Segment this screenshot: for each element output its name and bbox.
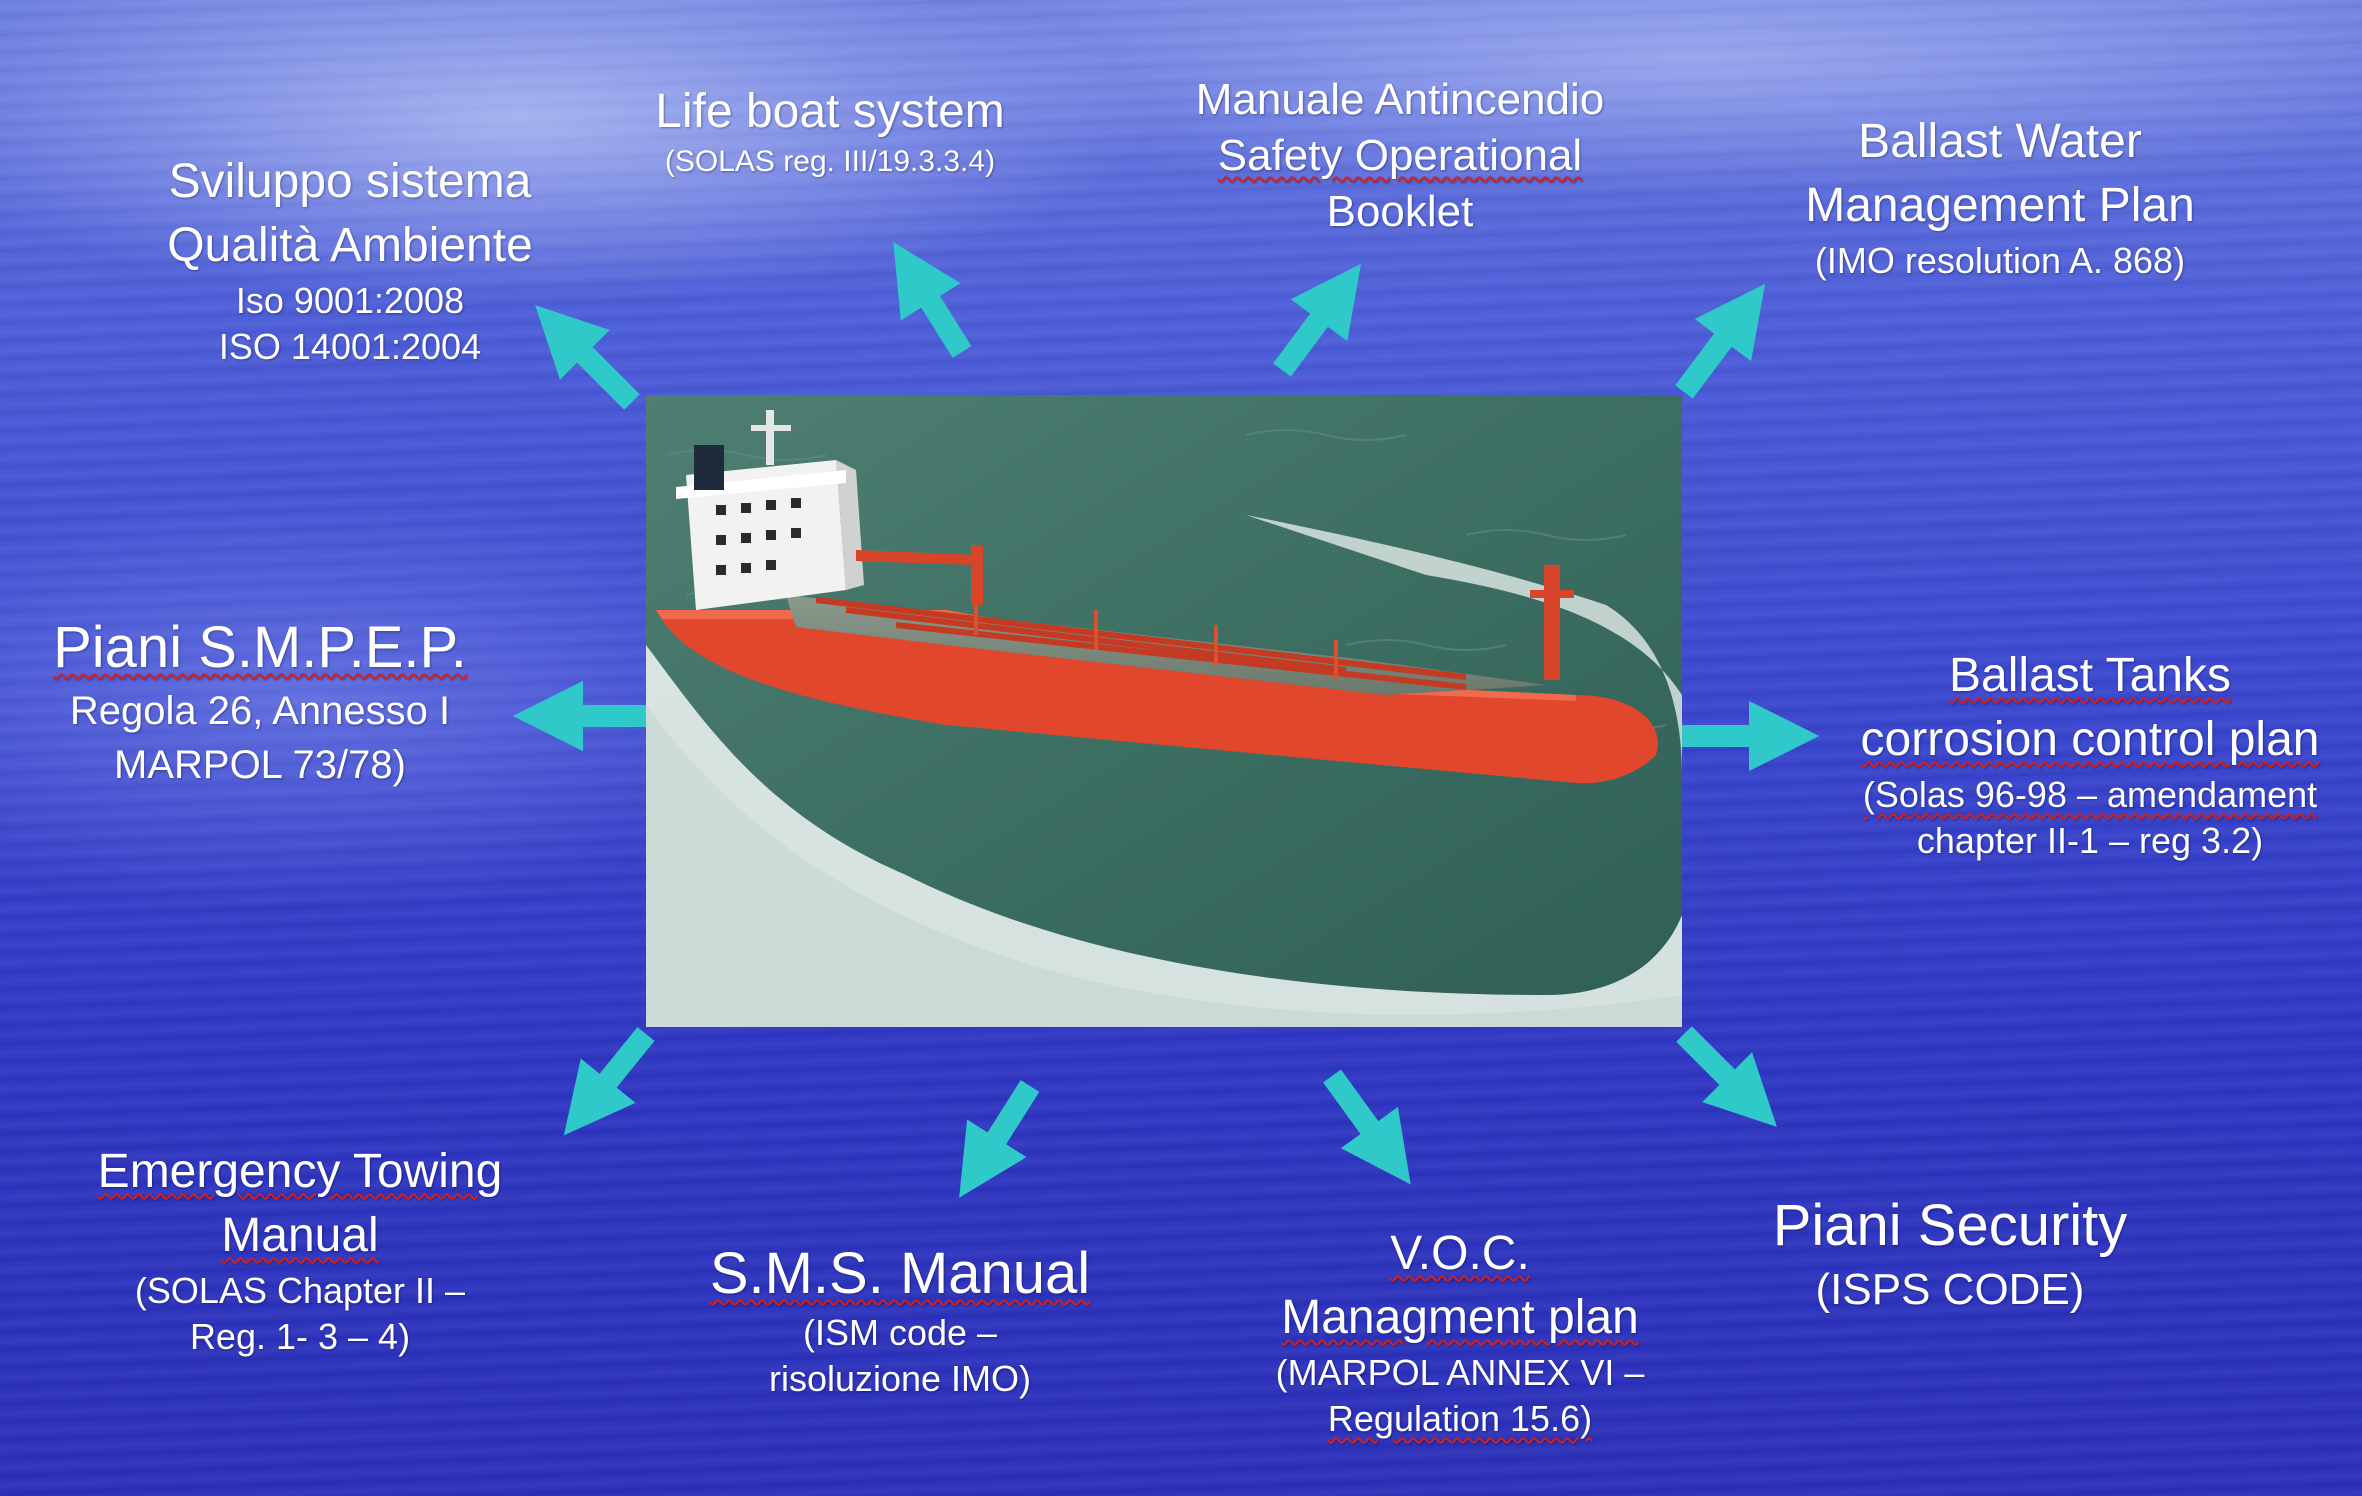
emergency-line3: (SOLAS Chapter II – [134,1270,466,1311]
arrow-manuale [1273,263,1362,377]
label-life-boat: Life boat system (SOLAS reg. III/19.3.3.… [600,80,1060,180]
arrow-sviluppo [535,305,640,410]
emergency-line1: Emergency Towing [97,1145,503,1198]
ship-photo [646,395,1682,1027]
security-sub: (ISPS CODE) [1815,1265,2085,1314]
sviluppo-line1: Sviluppo sistema [168,155,532,208]
emergency-line4: Reg. 1- 3 – 4) [189,1316,411,1357]
smpep-line2: Regola 26, Annesso I [69,689,451,733]
sviluppo-line3: Iso 9001:2008 [235,280,465,321]
security-title: Piani Security [1772,1193,2128,1258]
sms-title: S.M.S. Manual [709,1241,1091,1306]
label-ballast-water: Ballast Water Management Plan (IMO resol… [1740,110,2260,284]
sviluppo-line2: Qualità Ambiente [167,219,533,272]
manuale-line3: Booklet [1326,187,1474,236]
voc-line1: V.O.C. [1390,1227,1530,1280]
voc-line4: Regulation 15.6) [1327,1398,1593,1439]
manuale-line2: Safety Operational [1217,131,1583,180]
ballast-water-sub: (IMO resolution A. 868) [1814,240,2186,281]
smpep-title: Piani S.M.P.E.P. [53,615,467,680]
label-ballast-tanks: Ballast Tanks corrosion control plan (So… [1820,644,2360,864]
label-smpep: Piani S.M.P.E.P. Regola 26, Annesso I MA… [20,612,500,792]
life-boat-sub: (SOLAS reg. III/19.3.3.4) [664,145,996,178]
arrow-voc [1323,1069,1411,1185]
life-boat-title: Life boat system [655,85,1005,138]
arrow-emergency [563,1027,655,1136]
label-sviluppo: Sviluppo sistema Qualità Ambiente Iso 90… [120,150,580,370]
ballast-tanks-line1: Ballast Tanks [1949,649,2231,702]
sms-line2: (ISM code – [802,1312,998,1353]
emergency-line2: Manual [221,1209,379,1262]
ballast-tanks-line3: (Solas 96-98 – amendament [1862,774,2318,815]
label-sms: S.M.S. Manual (ISM code – risoluzione IM… [660,1238,1140,1402]
arrow-life-boat [893,242,972,358]
sms-line3: risoluzione IMO) [768,1358,1032,1399]
ballast-tanks-line2: corrosion control plan [1860,713,2320,766]
arrow-ballast-water [1675,283,1766,399]
label-manuale: Manuale Antincendio Safety Operational B… [1160,72,1640,240]
ship-hull [656,610,1658,784]
label-voc: V.O.C. Managment plan (MARPOL ANNEX VI –… [1200,1222,1720,1442]
voc-line3: (MARPOL ANNEX VI – [1275,1352,1645,1393]
voc-line2: Managment plan [1281,1291,1639,1344]
manuale-line1: Manuale Antincendio [1195,75,1605,124]
ballast-water-line1: Ballast Water [1858,115,2142,168]
label-emergency: Emergency Towing Manual (SOLAS Chapter I… [40,1140,560,1360]
label-security: Piani Security (ISPS CODE) [1700,1190,2200,1318]
smpep-line3: MARPOL 73/78) [114,743,406,787]
arrow-sms [959,1080,1040,1198]
arrow-security [1676,1026,1777,1127]
ballast-water-line2: Management Plan [1805,179,2195,232]
sviluppo-line4: ISO 14001:2004 [218,326,482,367]
ballast-tanks-line4: chapter II-1 – reg 3.2) [1916,820,2264,861]
